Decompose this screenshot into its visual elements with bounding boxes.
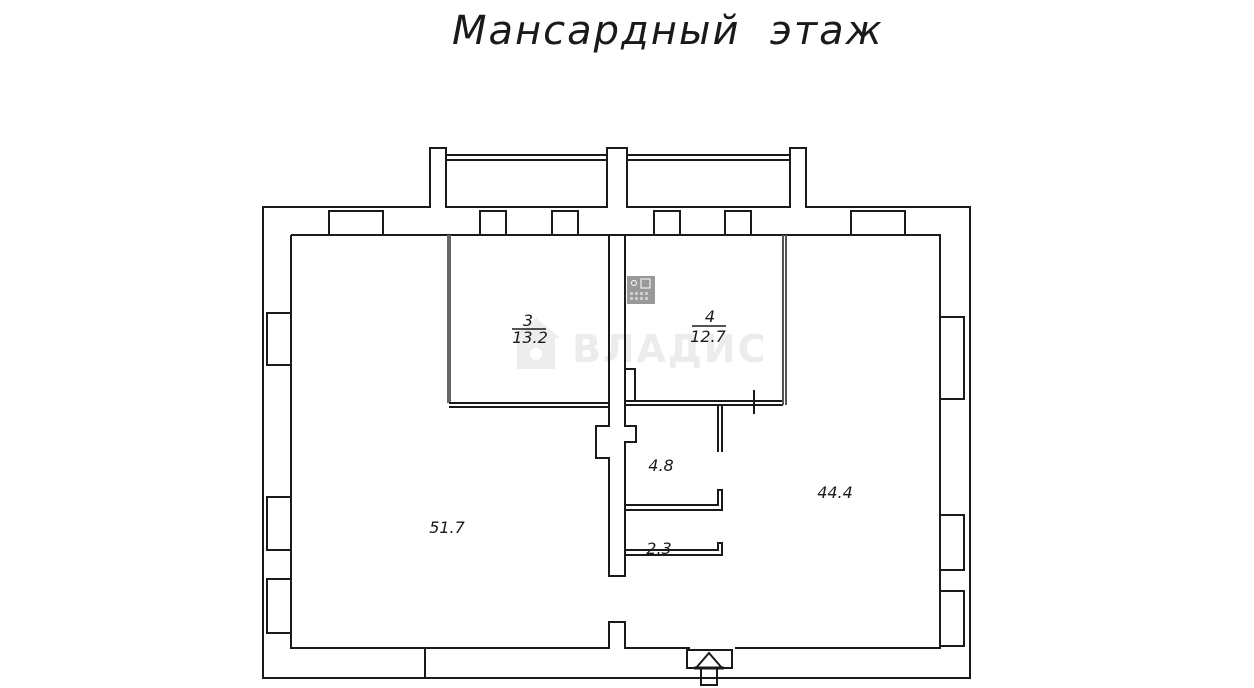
top-windows [328, 210, 906, 236]
entrance-arrow-icon [686, 649, 733, 686]
watermark: ВЛАДИС [512, 318, 767, 371]
room-label-51-7: 51.7 [429, 518, 465, 537]
svg-text:3: 3 [523, 311, 533, 330]
room-4-label: 4 12.7 [690, 307, 726, 346]
watermark-text: ВЛАДИС [572, 327, 767, 371]
right-windows [939, 316, 965, 647]
central-wall [595, 235, 637, 577]
svg-text:4: 4 [705, 307, 715, 326]
room-label-4-8: 4.8 [648, 456, 673, 475]
house-logo-icon [512, 318, 560, 369]
svg-text:13.2: 13.2 [512, 328, 548, 347]
outer-walls [262, 147, 971, 679]
small-room-walls [625, 405, 723, 556]
stove-icon [627, 276, 655, 304]
plan-title: Мансардный этаж [452, 8, 884, 54]
svg-text:12.7: 12.7 [690, 327, 726, 346]
room-3-label: 3 13.2 [512, 311, 548, 347]
room-3-walls [447, 235, 609, 408]
room-4-walls [624, 235, 787, 414]
room-label-44-4: 44.4 [817, 483, 853, 502]
room-label-2-3: 2.3 [646, 539, 671, 558]
left-windows [266, 312, 292, 634]
